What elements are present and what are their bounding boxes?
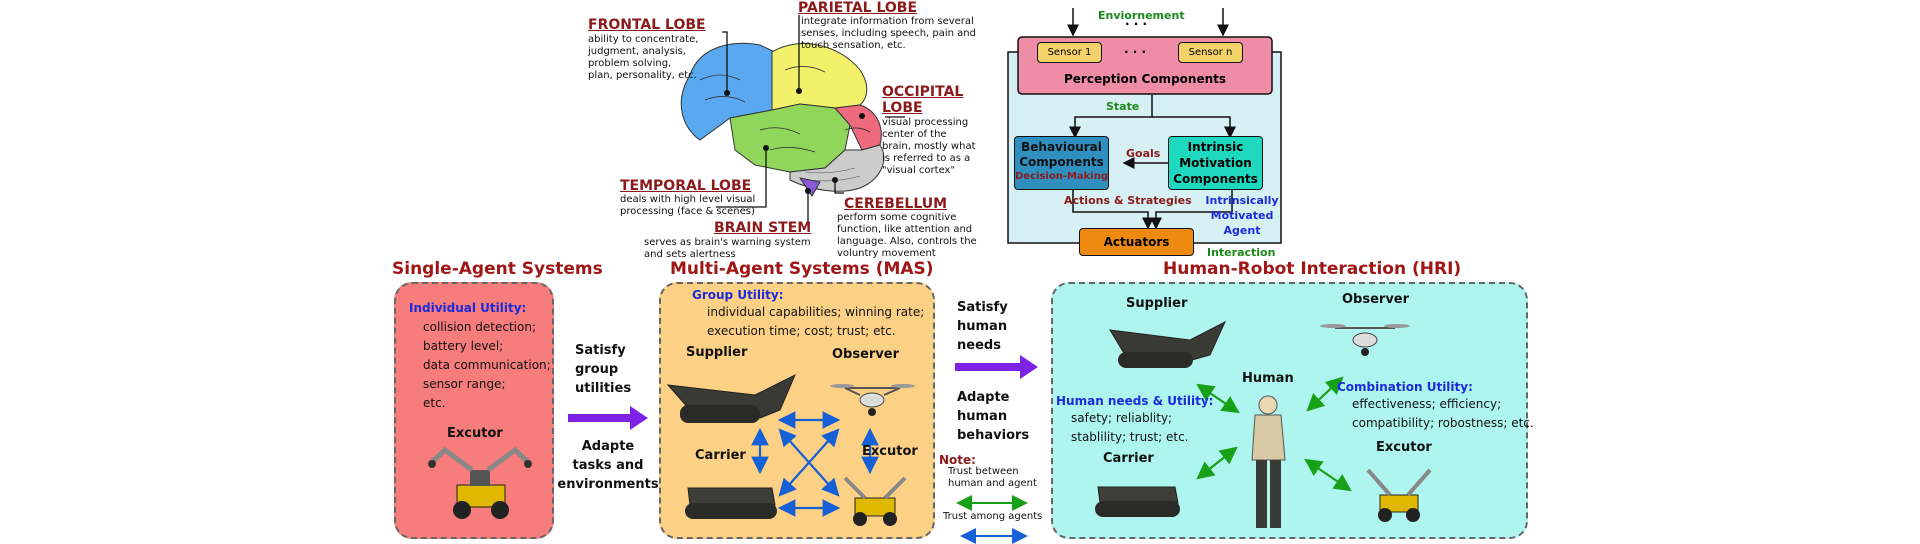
- frontal-lobe-desc: ability to concentrate,judgment, analysi…: [588, 34, 699, 81]
- hri-supplier-label: Supplier: [1126, 296, 1188, 311]
- individual-utility-list: collision detection;battery level;data c…: [423, 320, 551, 410]
- sensor-1-box: Sensor 1: [1037, 42, 1102, 63]
- environment-label: Enviornement: [1098, 9, 1185, 22]
- state-label: State: [1106, 100, 1140, 113]
- human-needs-title: Human needs & Utility:: [1056, 394, 1214, 408]
- trust-among-agents-text: Trust among agents: [943, 511, 1043, 522]
- interaction-label: Interaction: [1207, 246, 1276, 259]
- human-needs-list: safety; reliablity;stablility; trust; et…: [1071, 411, 1189, 444]
- purple-arrow-2: [955, 355, 1038, 379]
- group-utility-list: individual capabilities; winning rate;ex…: [707, 305, 925, 338]
- sensor-dots: · · ·: [1124, 45, 1147, 59]
- combination-utility-list: effectiveness; efficiency;compatibility;…: [1352, 397, 1534, 430]
- mas-excutor-label: Excutor: [862, 444, 918, 459]
- cerebellum-title: CEREBELLUM: [844, 196, 948, 212]
- hri-excutor-label: Excutor: [1376, 440, 1432, 455]
- mas-supplier-robot: [666, 373, 796, 423]
- group-utility-title: Group Utility:: [692, 288, 784, 302]
- sensor-n-box: Sensor n: [1178, 42, 1243, 63]
- parietal-lobe-title: PARIETAL LOBE: [798, 0, 918, 16]
- single-excutor-robot: [428, 446, 532, 519]
- hri-title: Human-Robot Interaction (HRI): [1163, 259, 1462, 279]
- hri-excutor-robot: [1366, 468, 1432, 522]
- mas-observer-label: Observer: [832, 347, 900, 362]
- hri-carrier-robot: [1095, 486, 1180, 517]
- brain-illustration: [680, 15, 905, 225]
- mas-observer-drone: [830, 384, 915, 416]
- mas-carrier-label: Carrier: [695, 448, 746, 463]
- environment-dots: · · ·: [1125, 17, 1148, 31]
- combination-utility-title: Combination Utility:: [1337, 380, 1473, 394]
- mas-title: Multi-Agent Systems (MAS): [670, 259, 934, 279]
- mas-supplier-label: Supplier: [686, 345, 748, 360]
- intrinsic-motivation-box: Intrinsic Motivation Components: [1168, 136, 1263, 190]
- individual-utility-title: Individual Utility:: [409, 301, 527, 315]
- hri-human-figure: [1251, 395, 1286, 528]
- brain-stem-title: BRAIN STEM: [714, 220, 812, 236]
- single-agent-title: Single-Agent Systems: [392, 259, 603, 279]
- perception-components-label: Perception Components: [1064, 72, 1226, 86]
- temporal-lobe-title: TEMPORAL LOBE: [620, 178, 752, 194]
- hri-observer-label: Observer: [1342, 292, 1410, 307]
- behavioural-components-box: Behavioural Components Decision-Making: [1014, 136, 1109, 190]
- goals-label: Goals: [1126, 147, 1161, 160]
- occipital-lobe-title: OCCIPITAL LOBE: [882, 84, 964, 116]
- note-label: Note:: [939, 453, 976, 467]
- single-excutor-label: Excutor: [447, 426, 503, 441]
- frontal-lobe-title: FRONTAL LOBE: [588, 17, 706, 33]
- hri-carrier-label: Carrier: [1103, 451, 1154, 466]
- hri-observer-drone: [1320, 324, 1410, 356]
- mas-carrier-robot: [685, 487, 777, 519]
- hri-human-label: Human: [1242, 371, 1294, 386]
- hri-supplier-robot: [1109, 320, 1227, 368]
- actions-strategies-label: Actions & Strategies: [1064, 194, 1192, 207]
- mas-excutor-robot: [843, 476, 907, 526]
- actuators-box: Actuators: [1079, 228, 1194, 256]
- purple-arrow-1: [568, 406, 648, 430]
